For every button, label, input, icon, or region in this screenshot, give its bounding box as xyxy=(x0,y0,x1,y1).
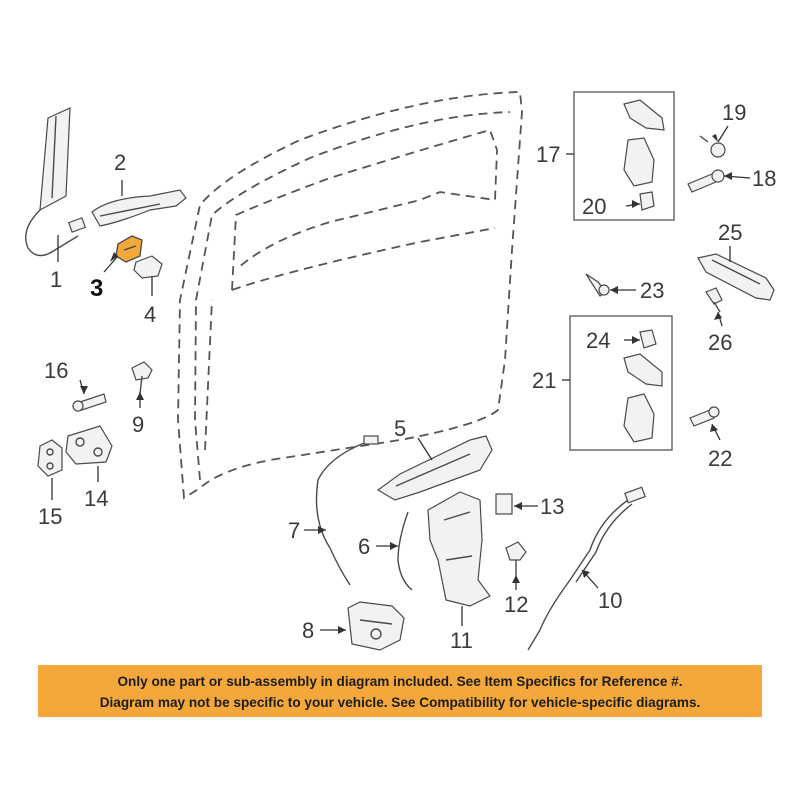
callout-26: 26 xyxy=(708,330,732,355)
part-7-cable xyxy=(315,435,379,586)
callout-24: 24 xyxy=(586,328,610,353)
part-1-glass-run xyxy=(25,107,87,257)
callout-5: 5 xyxy=(394,416,406,441)
part-6-rod xyxy=(397,511,413,591)
callout-labels: 1 2 3 4 5 6 7 8 9 10 11 12 13 14 15 16 1… xyxy=(38,100,776,653)
part-13-clip xyxy=(495,493,513,515)
callout-8: 8 xyxy=(302,618,314,643)
part-16-bolt xyxy=(72,393,107,412)
part-5-inside-handle xyxy=(376,435,493,501)
callout-4: 4 xyxy=(144,302,156,327)
callout-11: 11 xyxy=(450,628,473,653)
part-15-plate xyxy=(37,439,63,477)
callout-17: 17 xyxy=(536,142,560,167)
part-11-bracket xyxy=(427,491,491,607)
part-25-check-strap xyxy=(697,253,775,301)
arrowheads xyxy=(80,134,732,634)
callout-10: 10 xyxy=(598,588,622,613)
part-3-bracket xyxy=(115,235,143,263)
callout-16: 16 xyxy=(44,358,68,383)
callout-3: 3 xyxy=(90,275,103,302)
callout-9: 9 xyxy=(132,412,144,437)
part-22-bolt xyxy=(689,406,720,427)
callout-6: 6 xyxy=(358,534,370,559)
part-19-bolt xyxy=(699,135,726,158)
box-21 xyxy=(569,315,673,451)
part-4-clip xyxy=(133,255,163,279)
callout-20: 20 xyxy=(582,194,606,219)
callout-14: 14 xyxy=(84,486,108,511)
part-9-screw xyxy=(131,361,153,395)
callout-18: 18 xyxy=(752,166,776,191)
callout-21: 21 xyxy=(532,368,556,393)
part-8-latch xyxy=(347,601,405,651)
callout-7: 7 xyxy=(288,518,300,543)
box-17 xyxy=(573,91,675,221)
part-18-bolt xyxy=(687,169,725,193)
part-12-bolt xyxy=(505,541,527,575)
part-2-outside-handle xyxy=(91,189,187,227)
callout-1: 1 xyxy=(50,267,62,292)
part-23-bolt xyxy=(585,273,610,297)
callout-23: 23 xyxy=(640,278,664,303)
notice-banner: Only one part or sub-assembly in diagram… xyxy=(38,665,762,717)
part-26-bolt xyxy=(705,287,723,313)
callout-12: 12 xyxy=(504,592,528,617)
callout-19: 19 xyxy=(722,100,746,125)
part-10-cable xyxy=(527,486,646,651)
part-14-striker xyxy=(65,425,113,465)
callout-15: 15 xyxy=(38,504,62,529)
notice-line-1: Only one part or sub-assembly in diagram… xyxy=(117,674,683,689)
callout-2: 2 xyxy=(114,150,126,175)
notice-line-2: Diagram may not be specific to your vehi… xyxy=(99,695,701,710)
callout-22: 22 xyxy=(708,446,732,471)
door-outline xyxy=(177,91,523,500)
callout-25: 25 xyxy=(718,220,742,245)
callout-13: 13 xyxy=(540,494,564,519)
